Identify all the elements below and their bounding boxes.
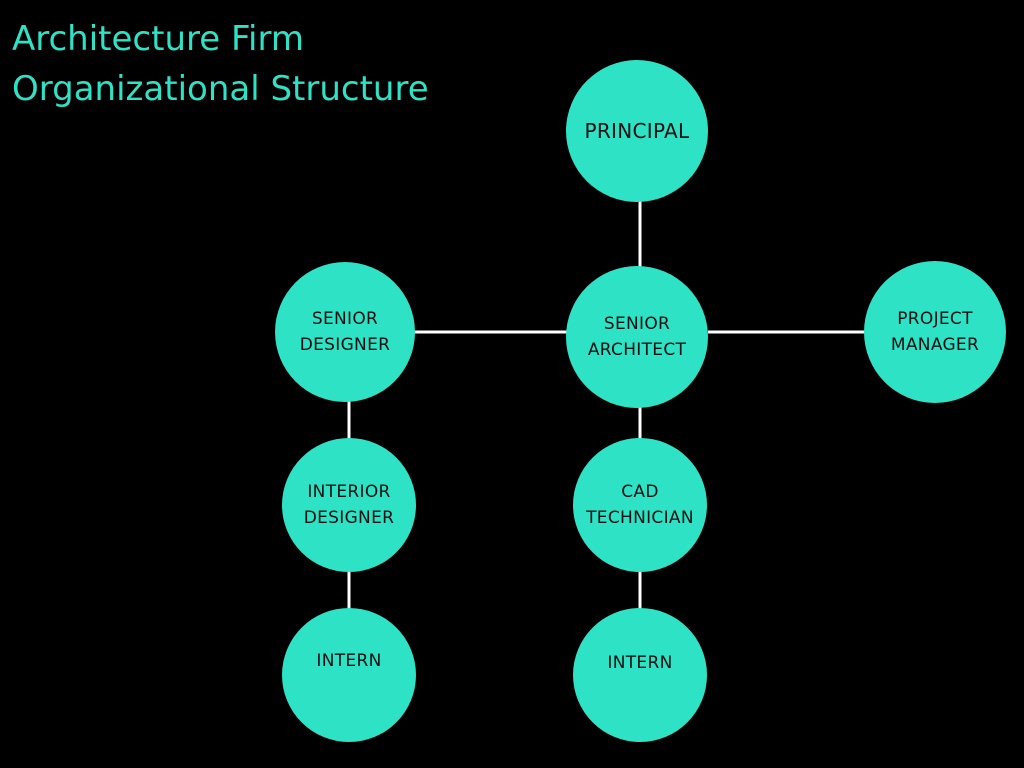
node-senior-designer-label-2: DESIGNER bbox=[299, 335, 391, 355]
node-senior-designer: SENIOR DESIGNER bbox=[275, 262, 415, 402]
node-intern-design-label: INTERN bbox=[316, 651, 382, 671]
node-cad-technician: CAD TECHNICIAN bbox=[573, 438, 707, 572]
node-senior-architect-label-1: SENIOR bbox=[603, 314, 671, 334]
node-intern-design: INTERN bbox=[282, 608, 416, 742]
title-line-1: Architecture Firm bbox=[12, 19, 304, 59]
node-senior-architect-label-2: ARCHITECT bbox=[587, 340, 687, 360]
node-project-manager-label-1: PROJECT bbox=[897, 309, 973, 329]
node-principal-label: PRINCIPAL bbox=[584, 119, 690, 143]
node-intern-cad: INTERN bbox=[573, 608, 707, 742]
node-interior-designer-label-2: DESIGNER bbox=[303, 508, 395, 528]
node-interior-designer-label-1: INTERIOR bbox=[307, 482, 391, 502]
node-intern-cad-label: INTERN bbox=[607, 653, 673, 673]
node-interior-designer: INTERIOR DESIGNER bbox=[282, 438, 416, 572]
title-line-2: Organizational Structure bbox=[12, 69, 429, 109]
node-cad-technician-label-2: TECHNICIAN bbox=[586, 508, 694, 528]
diagram-title: Architecture Firm Organizational Structu… bbox=[12, 14, 429, 114]
node-cad-technician-label-1: CAD bbox=[621, 482, 659, 502]
node-principal: PRINCIPAL bbox=[566, 60, 708, 202]
node-project-manager: PROJECT MANAGER bbox=[864, 261, 1006, 403]
node-project-manager-label-2: MANAGER bbox=[890, 335, 980, 355]
node-senior-architect: SENIOR ARCHITECT bbox=[566, 266, 708, 408]
node-senior-designer-label-1: SENIOR bbox=[311, 309, 379, 329]
